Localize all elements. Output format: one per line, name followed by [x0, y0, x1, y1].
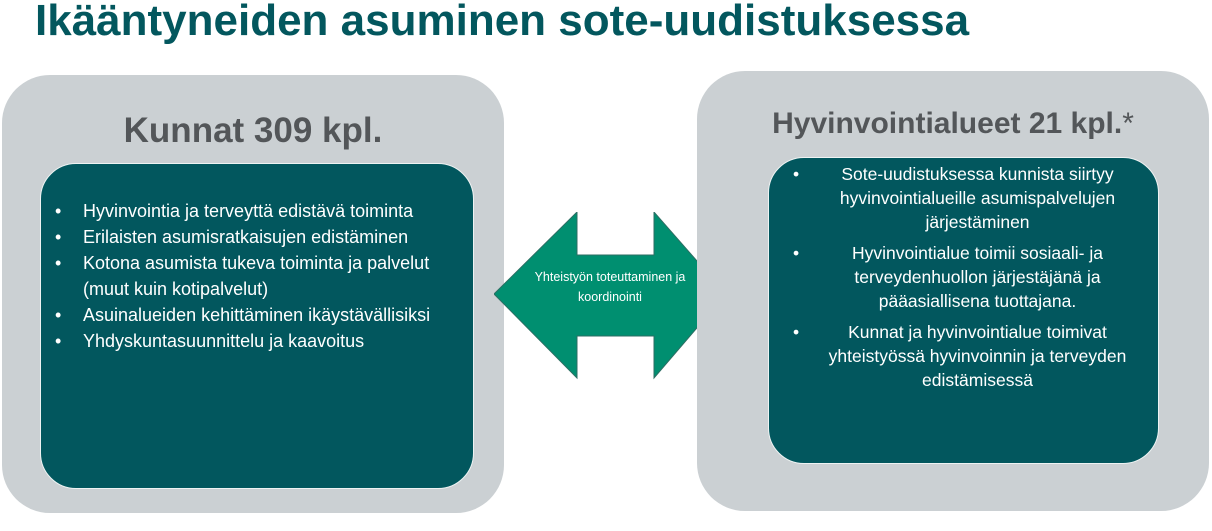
- wellbeing-areas-list: Sote-uudistuksessa kunnista siirtyy hyvi…: [769, 158, 1158, 392]
- page-title: Ikääntyneiden asuminen sote-uudistuksess…: [35, 0, 970, 45]
- list-item: Hyvinvointialue toimii sosiaali- ja terv…: [779, 241, 1148, 313]
- list-item: Asuinalueiden kehittäminen ikäystävällis…: [55, 302, 457, 328]
- cooperation-arrow: Yhteistyön toteuttaminen ja koordinointi: [494, 212, 726, 384]
- wellbeing-areas-heading-text: Hyvinvointialueet 21 kpl.: [772, 107, 1123, 140]
- municipalities-heading: Kunnat 309 kpl.: [123, 111, 383, 150]
- municipalities-responsibilities-box: Hyvinvointia ja terveyttä edistävä toimi…: [40, 163, 474, 489]
- list-item: Erilaisten asumisratkaisujen edistäminen: [55, 224, 457, 250]
- wellbeing-areas-heading: Hyvinvointialueet 21 kpl.*: [697, 107, 1209, 141]
- list-item: Yhdyskuntasuunnittelu ja kaavoitus: [55, 328, 457, 354]
- list-item: Kotona asumista tukeva toiminta ja palve…: [55, 250, 457, 302]
- list-item: Hyvinvointia ja terveyttä edistävä toimi…: [55, 198, 457, 224]
- list-item: Kunnat ja hyvinvointialue toimivat yhtei…: [779, 320, 1148, 392]
- footnote-mark: *: [1122, 107, 1134, 140]
- municipalities-list: Hyvinvointia ja terveyttä edistävä toimi…: [41, 164, 473, 354]
- wellbeing-areas-panel: Hyvinvointialueet 21 kpl.* Sote-uudistuk…: [697, 71, 1209, 511]
- municipalities-panel: Kunnat 309 kpl. Hyvinvointia ja terveytt…: [2, 75, 504, 513]
- cooperation-label: Yhteistyön toteuttaminen ja koordinointi: [534, 270, 686, 304]
- list-item: Sote-uudistuksessa kunnista siirtyy hyvi…: [779, 162, 1148, 234]
- wellbeing-areas-responsibilities-box: Sote-uudistuksessa kunnista siirtyy hyvi…: [768, 157, 1159, 464]
- double-arrow-icon: [494, 212, 726, 380]
